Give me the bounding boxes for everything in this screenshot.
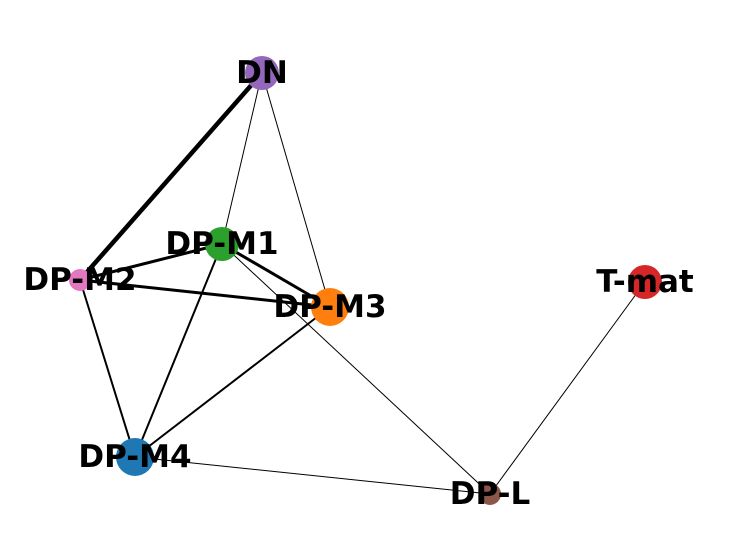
edge-dp-m3-to-dp-m4 [134, 306, 331, 458]
node-label-dp-m2: DP-M2 [23, 262, 136, 298]
node-label-t-mat: T-mat [596, 264, 694, 300]
edge-dn-to-dp-m3 [261, 72, 331, 308]
edge-dp-m4-to-dp-l [134, 456, 491, 495]
node-label-dn: DN [236, 55, 288, 91]
edge-dp-m1-to-dp-l [221, 243, 491, 495]
edge-dp-l-to-t-mat [489, 281, 646, 495]
node-t-mat [628, 265, 662, 299]
nodes-layer [69, 56, 662, 505]
edge-dn-to-dp-m2 [77, 70, 265, 283]
edge-dp-m1-to-dp-m2 [78, 242, 224, 282]
node-label-dp-m1: DP-M1 [165, 226, 278, 262]
node-dp-m2 [69, 269, 91, 291]
node-label-dp-m4: DP-M4 [78, 439, 191, 475]
node-dp-m1 [205, 227, 239, 261]
node-dp-m3 [311, 288, 349, 326]
edge-dn-to-dp-m1 [221, 72, 263, 245]
edge-dp-m2-to-dp-m3 [78, 278, 332, 309]
node-label-dp-m3: DP-M3 [273, 289, 386, 325]
node-dn [245, 56, 279, 90]
edge-dp-m1-to-dp-m3 [220, 242, 332, 309]
node-dp-l [479, 483, 501, 505]
edge-dp-m1-to-dp-m4 [134, 243, 223, 458]
edge-dp-m2-to-dp-m4 [79, 279, 136, 458]
node-dp-m4 [116, 438, 154, 476]
node-label-dp-l: DP-L [450, 476, 531, 512]
edges-layer [77, 70, 646, 495]
